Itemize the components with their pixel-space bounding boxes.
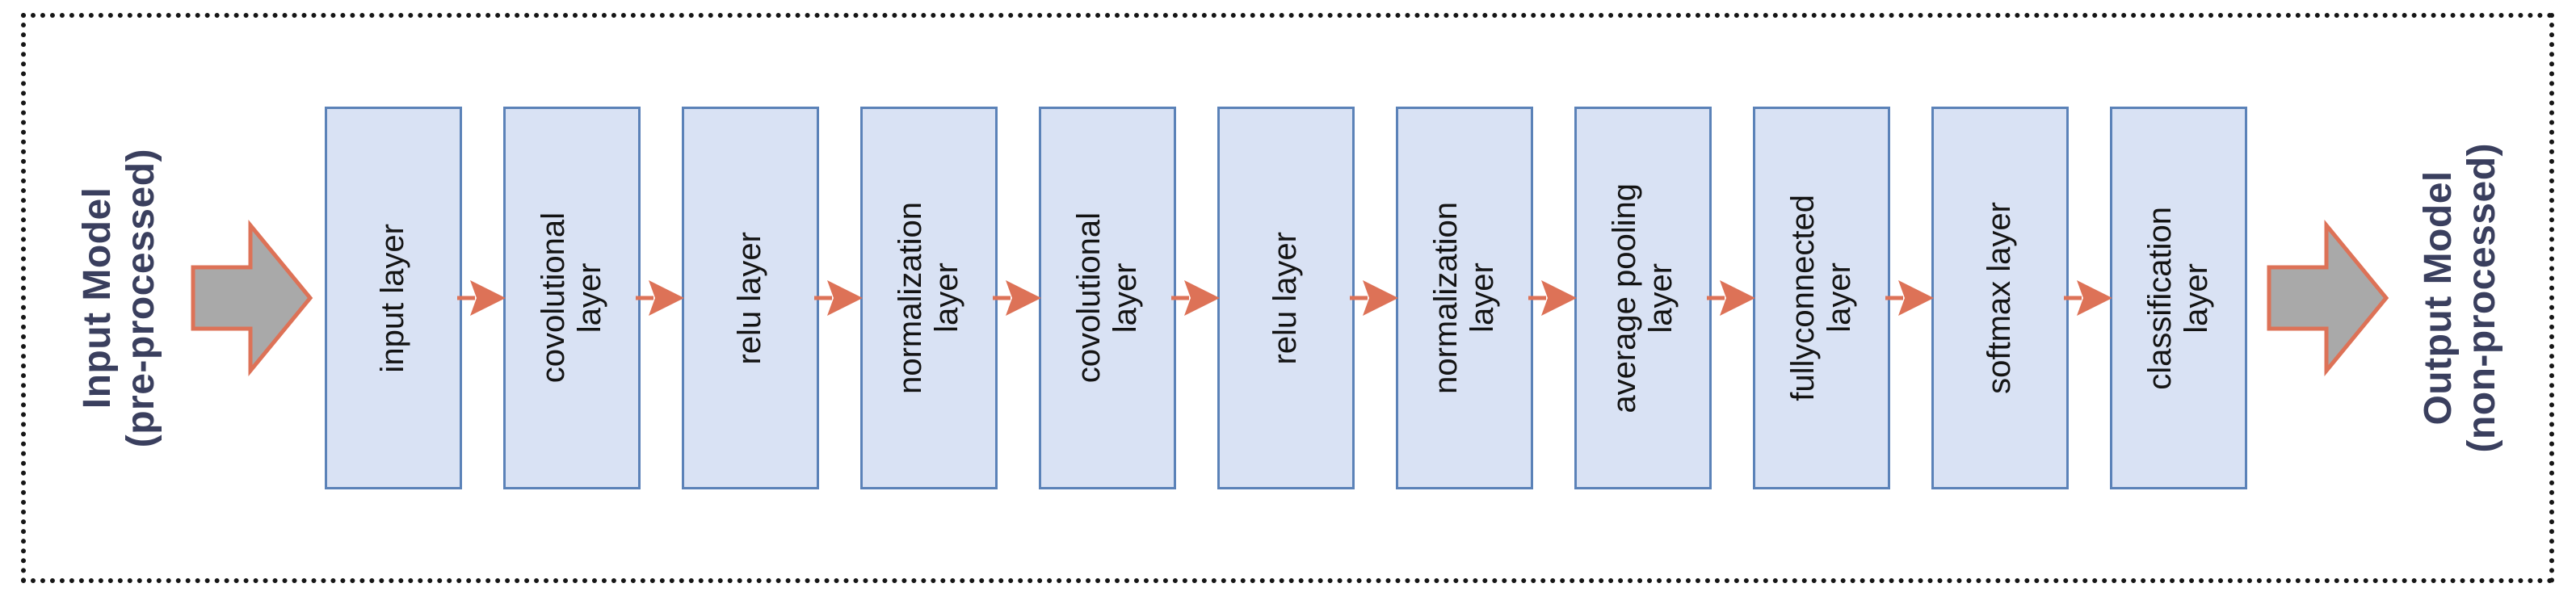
flow-arrow-icon [1707,276,1755,320]
layer-box-normalization-1: normalization layer [859,107,998,489]
flow-arrow-icon [1528,276,1577,320]
layer-box-softmax: softmax layer [1931,107,2069,489]
flow-arrow-icon [457,276,506,320]
layer-label: relu layer [732,231,768,365]
layer-label: softmax layer [1981,202,2018,394]
flow-arrow-icon [1885,276,1934,320]
input-model-label: Input Model (pre-processed) [76,148,162,448]
layer-label: covolutional layer [1070,212,1143,384]
layer-label: classification layer [2141,206,2214,390]
flow-arrow-icon [814,276,863,320]
flow-arrow-icon [993,276,1041,320]
layer-box-fullyconnected: fullyconnected layer [1752,107,1890,489]
layer-box-relu-2: relu layer [1217,107,1355,489]
layer-box-convolutional-1: covolutional layer [502,107,641,489]
output-block-arrow-icon [2267,217,2389,379]
output-model-label: Output Model (non-processed) [2416,143,2503,453]
pipeline-content: Input Model (pre-processed) input layer … [26,18,2549,578]
layer-box-classification: classification layer [2109,107,2247,489]
input-block-arrow-icon [191,217,313,379]
layer-label: normalization layer [1427,202,1500,394]
layer-label: average pooling layer [1606,183,1679,413]
layer-label: input layer [375,223,411,373]
flow-arrow-icon [1171,276,1220,320]
layer-label: normalization layer [892,202,964,394]
flow-arrow-icon [2064,276,2112,320]
flow-arrow-icon [636,276,684,320]
layer-label: relu layer [1267,231,1304,365]
layer-box-average-pooling: average pooling layer [1574,107,1712,489]
layer-box-normalization-2: normalization layer [1395,107,1533,489]
layer-pipeline: input layer covolutional layer relu laye… [324,107,2247,489]
diagram-frame: Input Model (pre-processed) input layer … [21,13,2554,583]
layer-box-convolutional-2: covolutional layer [1038,107,1176,489]
layer-box-input: input layer [324,107,462,489]
flow-arrow-icon [1350,276,1398,320]
layer-label: fullyconnected layer [1784,195,1857,401]
layer-box-relu-1: relu layer [681,107,819,489]
layer-label: covolutional layer [535,212,607,384]
